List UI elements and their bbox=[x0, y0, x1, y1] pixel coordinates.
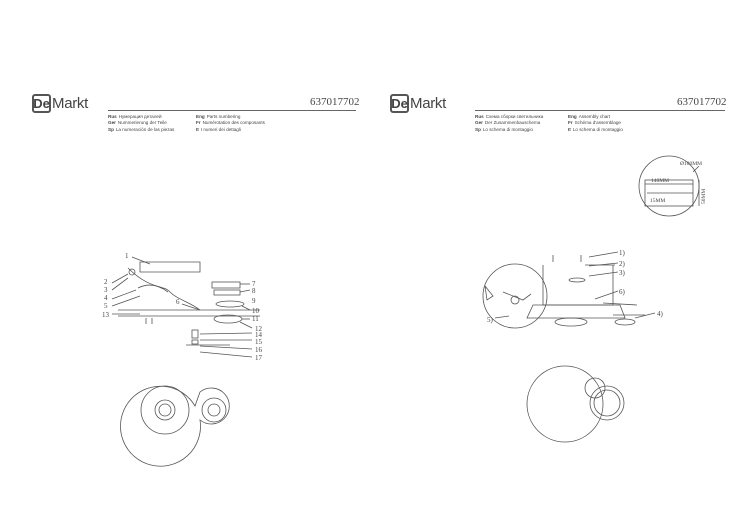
callout-5: 5) bbox=[487, 316, 494, 324]
depth-label: 15MM bbox=[650, 198, 665, 204]
assembly-diagram: Ø180MM 140MM 15MM 50MM 1) 2) 3) 4) 5) 6) bbox=[482, 155, 707, 443]
callout-4: 4) bbox=[657, 310, 664, 318]
width-label: 140MM bbox=[651, 178, 669, 184]
brand-logo: De Markt bbox=[32, 94, 88, 113]
callout-14: 14 bbox=[255, 331, 263, 339]
logo-text: Markt bbox=[410, 95, 447, 112]
callout-1: 1 bbox=[125, 252, 129, 260]
callout-8: 8 bbox=[252, 287, 256, 295]
logo-text: Markt bbox=[52, 95, 89, 112]
callout-15: 15 bbox=[255, 338, 263, 346]
callout-4: 4 bbox=[104, 294, 108, 302]
brand-logo: De Markt bbox=[390, 94, 446, 113]
callout-2: 2 bbox=[104, 278, 108, 286]
article-number: 637017702 bbox=[310, 96, 360, 108]
header-rule bbox=[108, 110, 356, 111]
callout-13: 13 bbox=[102, 311, 110, 319]
callout-17: 17 bbox=[255, 354, 263, 362]
article-number: 637017702 bbox=[677, 96, 727, 108]
parts-diagram: 1 2 3 4 5 6 7 8 9 10 11 12 13 14 15 16 1… bbox=[102, 252, 263, 467]
callout-2: 2) bbox=[619, 260, 626, 268]
callout-5: 5 bbox=[104, 302, 108, 310]
diameter-label: Ø180MM bbox=[680, 161, 702, 167]
callout-6: 6) bbox=[619, 288, 626, 296]
logo-mark: De bbox=[32, 94, 51, 113]
callout-11: 11 bbox=[252, 315, 259, 323]
callout-3: 3) bbox=[619, 269, 626, 277]
logo-mark: De bbox=[390, 94, 409, 113]
callout-12: 12 bbox=[255, 325, 263, 333]
callout-9: 9 bbox=[252, 297, 256, 305]
callout-7: 7 bbox=[252, 280, 256, 288]
callout-1: 1) bbox=[619, 249, 626, 257]
callout-3: 3 bbox=[104, 286, 108, 294]
header-rule bbox=[475, 110, 725, 111]
height-label: 50MM bbox=[701, 189, 707, 204]
callout-6: 6 bbox=[176, 298, 180, 306]
callout-10: 10 bbox=[252, 307, 260, 315]
callout-16: 16 bbox=[255, 346, 263, 354]
